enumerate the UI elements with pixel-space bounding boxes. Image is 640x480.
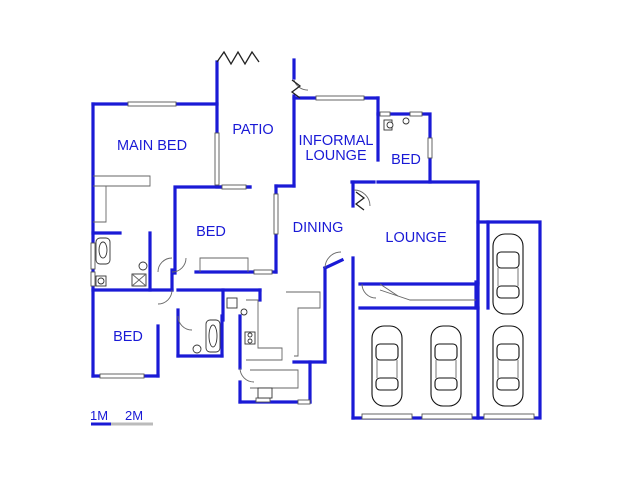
fixtures-lines xyxy=(93,50,476,389)
room-labels: MAIN BED PATIO INFORMAL LOUNGE BED BED D… xyxy=(113,122,447,345)
car-icon xyxy=(492,325,524,407)
walls xyxy=(91,58,542,420)
car-icon xyxy=(492,233,524,315)
scale-bar: 1M 2M xyxy=(90,408,153,426)
room-label-main-bed: MAIN BED xyxy=(117,138,187,154)
car-icon xyxy=(430,325,462,407)
room-label-dining: DINING xyxy=(293,220,344,236)
garage-cars xyxy=(371,233,524,407)
scale-label-2m: 2M xyxy=(125,408,143,423)
windows xyxy=(90,95,535,420)
room-label-informal-lounge-line2: LOUNGE xyxy=(305,148,367,164)
scale-label-1m: 1M xyxy=(90,408,108,423)
room-label-lounge: LOUNGE xyxy=(385,230,447,246)
room-label-bed-middle: BED xyxy=(196,224,226,240)
room-label-bed-bottom: BED xyxy=(113,329,143,345)
bathroom-fixtures xyxy=(95,117,410,399)
room-label-patio: PATIO xyxy=(232,122,273,138)
car-icon xyxy=(371,325,403,407)
room-label-informal-lounge-line1: INFORMAL xyxy=(299,133,374,149)
room-label-bed-small: BED xyxy=(391,152,421,168)
